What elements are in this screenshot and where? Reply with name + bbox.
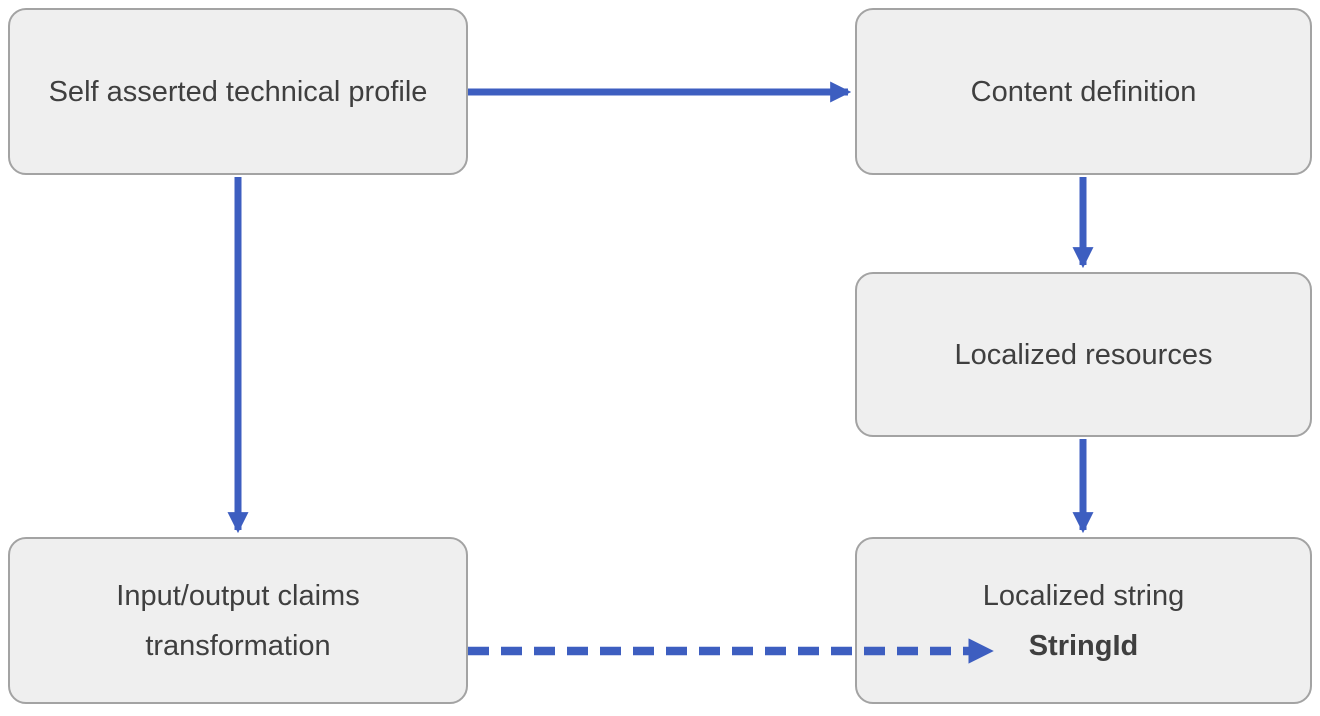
node-input-output-claims-transformation: Input/output claims transformation — [8, 537, 468, 704]
node-label: Localized resources — [954, 338, 1213, 371]
node-self-asserted-technical-profile: Self asserted technical profile — [8, 8, 468, 175]
node-localized-string: Localized string StringId — [855, 537, 1312, 704]
node-label: Localized string — [982, 579, 1185, 612]
node-label: Input/output claims transformation — [116, 579, 360, 662]
node-label: Content definition — [970, 75, 1197, 108]
node-label: Self asserted technical profile — [48, 75, 428, 108]
node-content-definition: Content definition — [855, 8, 1312, 175]
node-sublabel-string-id: StringId — [1028, 629, 1139, 662]
node-localized-resources: Localized resources — [855, 272, 1312, 437]
